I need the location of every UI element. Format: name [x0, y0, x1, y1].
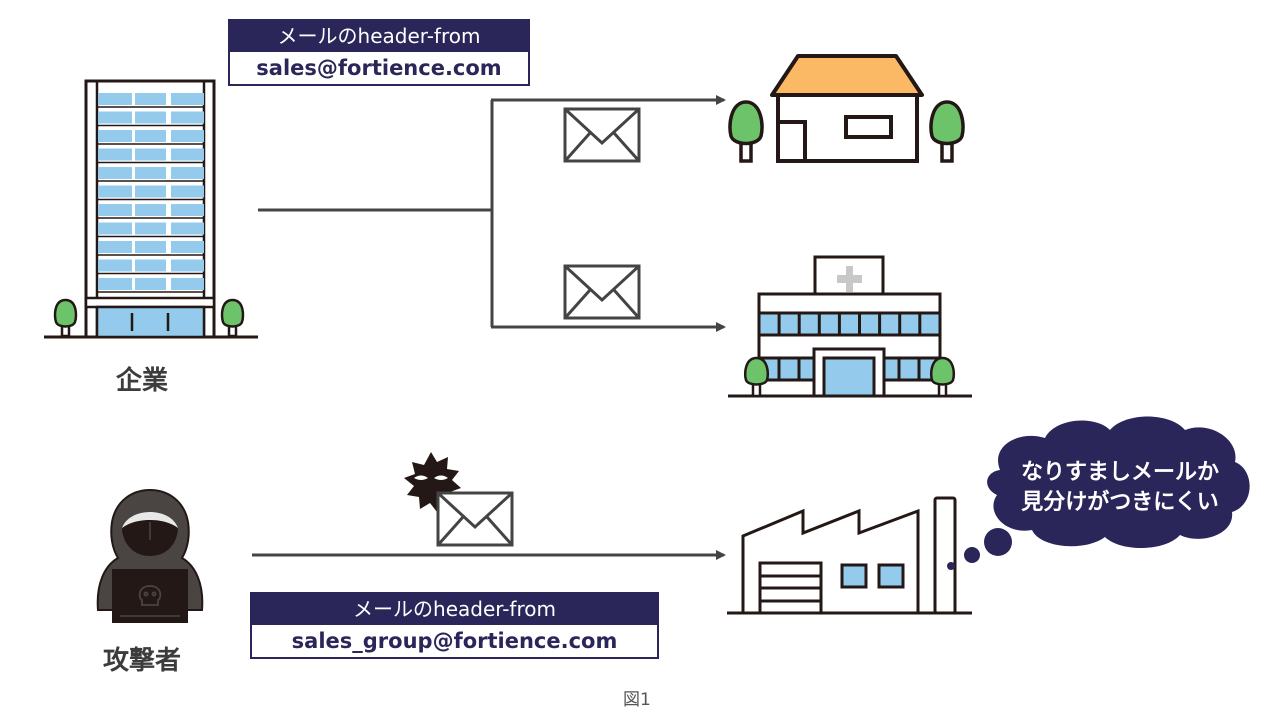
office-window — [171, 259, 204, 272]
legit-header-from-box: メールのheader-from sales@fortience.com — [228, 19, 530, 86]
office-window — [171, 241, 204, 253]
header-from-title: メールのheader-from — [252, 594, 657, 625]
office-window — [171, 222, 204, 235]
office-window — [135, 259, 166, 272]
factory-icon — [727, 496, 972, 615]
office-window — [98, 130, 132, 142]
header-from-address: sales_group@fortience.com — [291, 629, 618, 653]
office-window — [171, 111, 204, 124]
office-window — [171, 148, 204, 161]
office-window — [135, 185, 166, 198]
tree-icon — [728, 100, 764, 163]
header-from-title: メールのheader-from — [230, 21, 528, 52]
office-window — [171, 167, 204, 179]
office-window — [135, 278, 166, 290]
office-window — [98, 259, 132, 272]
thought-bubble-text: なりすましメールか 見分けがつきにくい — [1000, 458, 1240, 518]
tree-icon — [929, 100, 965, 163]
company-label: 企業 — [116, 366, 169, 396]
thought-bubble-line: 見分けがつきにくい — [1021, 490, 1219, 515]
office-window — [171, 204, 204, 216]
office-window — [135, 204, 166, 216]
malicious-mail-icon — [404, 452, 514, 547]
tree-icon — [743, 356, 770, 398]
tree-icon — [53, 298, 78, 338]
office-window — [135, 148, 166, 161]
figure-caption: 図1 — [623, 690, 651, 710]
thought-dot — [964, 547, 980, 563]
office-window — [171, 130, 204, 142]
office-window — [171, 185, 204, 198]
thought-bubble — [947, 416, 1250, 570]
skull-icon — [138, 585, 162, 606]
office-window — [98, 185, 132, 198]
office-window — [171, 93, 204, 105]
connector-lines — [252, 95, 726, 560]
mail-icon — [563, 107, 641, 163]
thought-dot — [947, 562, 955, 570]
attacker-header-from-box: メールのheader-from sales_group@fortience.co… — [250, 592, 659, 659]
office-window — [98, 93, 132, 105]
office-window — [135, 241, 166, 253]
office-window — [135, 130, 166, 142]
medical-cross-icon — [837, 266, 862, 292]
house-icon — [728, 54, 965, 163]
office-window — [98, 111, 132, 124]
office-window — [98, 167, 132, 179]
header-from-address: sales@fortience.com — [256, 56, 502, 80]
hospital-icon — [728, 255, 972, 398]
office-window — [98, 222, 132, 235]
office-window — [98, 241, 132, 253]
tree-icon — [220, 298, 245, 338]
tree-icon — [929, 356, 956, 398]
office-window — [98, 204, 132, 216]
office-window — [98, 148, 132, 161]
thought-bubble-line: なりすましメールか — [1020, 460, 1219, 485]
office-window — [135, 93, 166, 105]
office-window — [171, 278, 204, 290]
office-window — [135, 111, 166, 124]
mail-icon — [563, 264, 641, 320]
thought-dot — [984, 528, 1012, 556]
office-window — [135, 167, 166, 179]
office-window — [98, 278, 132, 290]
office-window — [135, 222, 166, 235]
office-building-icon — [44, 79, 258, 339]
hooded-hacker-icon — [96, 488, 204, 623]
attacker-label: 攻撃者 — [103, 646, 182, 676]
